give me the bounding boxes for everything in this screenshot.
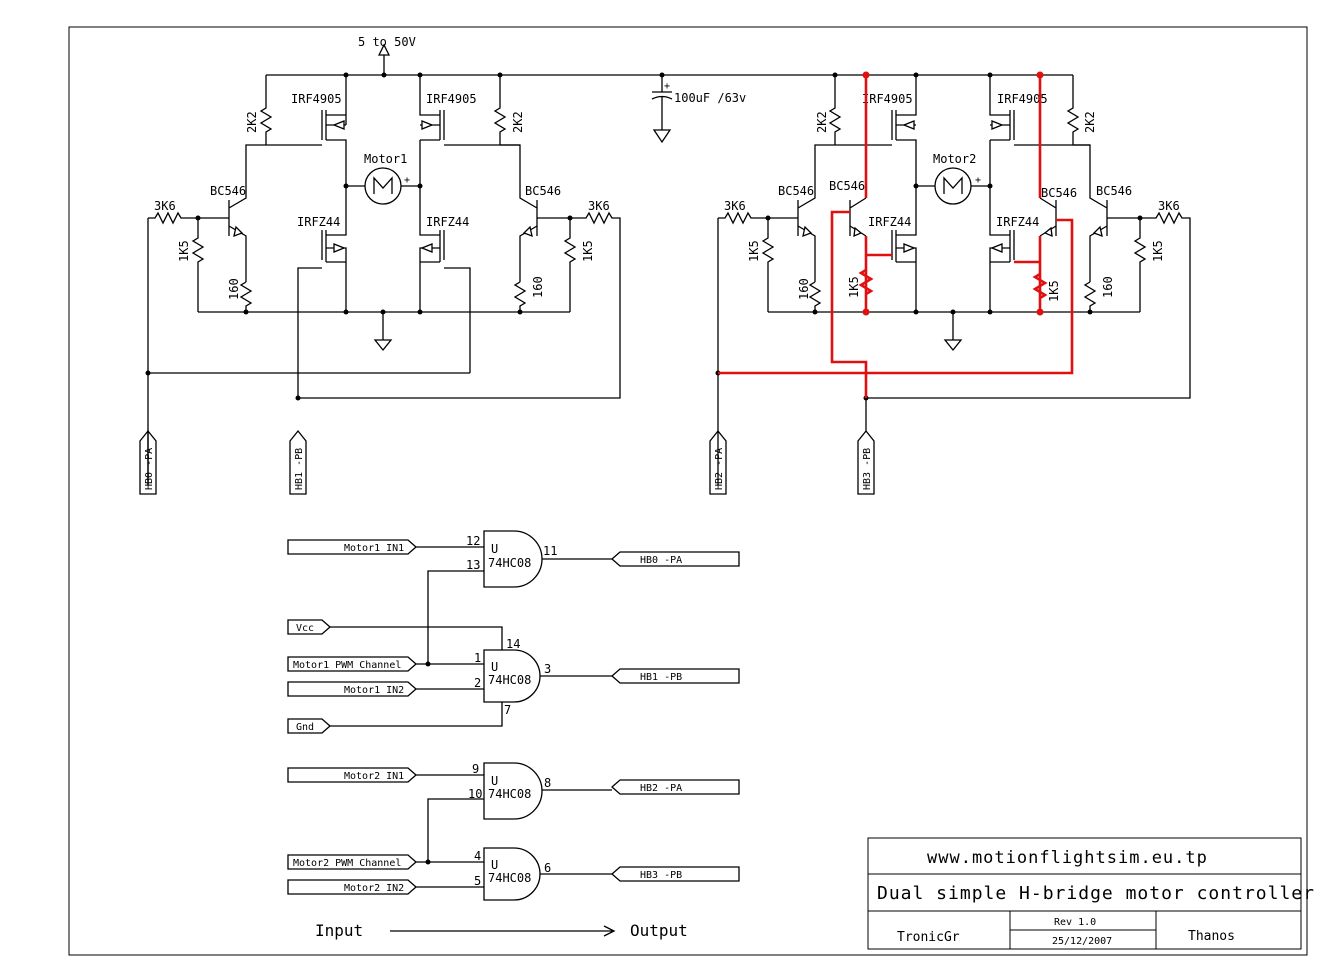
pin-3: 3 [544,662,551,676]
bjt-label: BC546 [1041,186,1077,200]
h-bridge-1: 2K2 IRF4905 IRF4905 2K2 + Motor1 IRFZ44 … [139,75,621,495]
gate3-part: 74HC08 [488,787,531,801]
pin-11: 11 [543,544,557,558]
pin-9: 9 [472,762,479,776]
out-hb3: HB3 -PB [640,870,682,881]
r-1k5-label: 1K5 [847,276,861,298]
gate2-ref: U [491,660,498,674]
title-website: www.motionflightsim.eu.tp [927,848,1208,868]
gate1-part: 74HC08 [488,556,531,570]
r-3k6-label: 3K6 [154,199,176,213]
port-hb3: HB3 -PB [862,448,873,490]
flag-motor2-in2: Motor2 IN2 [344,883,404,894]
r-3k6-label: 3K6 [1158,199,1180,213]
r-2k2-label: 2K2 [245,111,259,133]
nmos-label: IRFZ44 [297,215,340,229]
pin-12: 12 [466,534,480,548]
r-1k5-label: 1K5 [581,240,595,262]
port-hb2: HB2 -PA [714,448,725,490]
r-1k5-label: 1K5 [1047,280,1061,302]
pin-13: 13 [466,558,480,572]
pin-10: 10 [468,787,482,801]
motor2-label: Motor2 [933,152,976,166]
r-2k2-label: 2K2 [1083,111,1097,133]
r-3k6-label: 3K6 [588,199,610,213]
flow-input-label: Input [315,921,363,940]
motor1-label: Motor1 [364,152,407,166]
highlighted-wires [718,71,1074,398]
pin-4: 4 [474,849,481,863]
flag-motor1-in2: Motor1 IN2 [344,685,404,696]
r-160-label: 160 [1101,276,1115,298]
r-1k5-label: 1K5 [177,240,191,262]
r-2k2-label: 2K2 [815,111,829,133]
nmos-label: IRFZ44 [426,215,469,229]
r-1k5-label: 1K5 [1151,240,1165,262]
flag-vcc: Vcc [296,623,314,634]
pin-1: 1 [474,651,481,665]
title-date: 25/12/2007 [1052,936,1112,947]
port-hb0: HB0 -PA [144,448,155,490]
title-block: www.motionflightsim.eu.tp Dual simple H-… [867,837,1315,950]
flag-motor1-in1: Motor1 IN1 [344,543,404,554]
capacitor-100uf: + 100uF /63v [651,75,746,144]
bjt-label: BC546 [210,184,246,198]
gate2-part: 74HC08 [488,673,531,687]
h-bridge-2: 2K2 IRF4905 IRF4905 2K2 + Motor2 IRFZ44 … [709,75,1191,495]
nmos-label: IRFZ44 [868,215,911,229]
pin-8: 8 [544,776,551,790]
flow-output-label: Output [630,921,688,940]
title-rev: Rev 1.0 [1054,917,1096,928]
r-160-label: 160 [797,278,811,300]
pmos-label: IRF4905 [997,92,1048,106]
svg-text:+: + [975,175,981,186]
logic-section: Motor1 IN1 Vcc Motor1 PWM Channel Motor1… [287,530,740,940]
title-company: TronicGr [897,930,960,945]
flag-motor2-in1: Motor2 IN1 [344,771,404,782]
capacitor-label: 100uF /63v [674,91,746,105]
r-160-label: 160 [531,276,545,298]
bjt-label: BC546 [525,184,561,198]
flag-motor1-pwm: Motor1 PWM Channel [293,660,401,671]
gate4-ref: U [491,858,498,872]
pin-7: 7 [504,703,511,717]
svg-text:+: + [664,81,670,92]
svg-text:+: + [404,175,410,186]
bjt-label: BC546 [778,184,814,198]
nmos-label: IRFZ44 [996,215,1039,229]
bjt-label: BC546 [829,179,865,193]
flag-gnd: Gnd [296,722,314,733]
r-2k2-label: 2K2 [511,111,525,133]
title-main: Dual simple H-bridge motor controller [877,883,1315,904]
gate1-ref: U [491,542,498,556]
pmos-label: IRF4905 [862,92,913,106]
r-3k6-label: 3K6 [724,199,746,213]
r-160-label: 160 [227,278,241,300]
out-hb2: HB2 -PA [640,783,682,794]
out-hb0: HB0 -PA [640,555,682,566]
bjt-label: BC546 [1096,184,1132,198]
gate3-ref: U [491,774,498,788]
pin-14: 14 [506,637,520,651]
flag-motor2-pwm: Motor2 PWM Channel [293,858,401,869]
sheet-border [68,26,1308,956]
pin-2: 2 [474,676,481,690]
pmos-label: IRF4905 [291,92,342,106]
supply-label: 5 to 50V [358,35,416,49]
pmos-label: IRF4905 [426,92,477,106]
r-1k5-label: 1K5 [747,240,761,262]
title-author: Thanos [1188,929,1235,944]
port-hb1: HB1 -PB [294,448,305,490]
out-hb1: HB1 -PB [640,672,682,683]
gate4-part: 74HC08 [488,871,531,885]
pin-5: 5 [474,874,481,888]
power-rail: 5 to 50V [266,35,1073,78]
pin-6: 6 [544,861,551,875]
